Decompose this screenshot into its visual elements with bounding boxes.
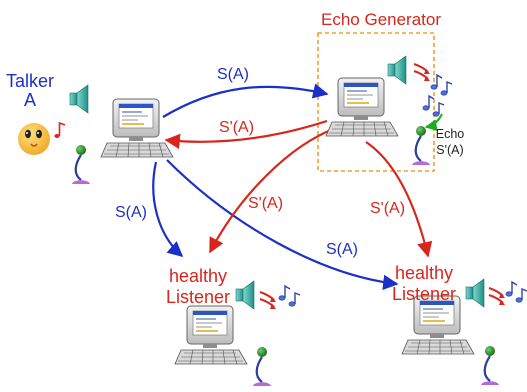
edge-label-talker-to-listener-2: S(A) [326,241,358,258]
listener-1-computer-icon [174,305,248,365]
echo-gen-computer-icon [325,77,399,137]
listener-1-notes-icon [278,285,301,307]
echo-caption-signal: S'(A) [436,142,464,157]
edge-echo-gen-to-talker [164,119,328,150]
edge-label-echo-gen-to-listener-1: S'(A) [248,195,284,212]
listener-1-microphone-icon [251,345,273,388]
talker-note-icon [54,121,66,138]
listener-1-line2: Listener [166,286,231,307]
listener-2-microphone-icon [479,344,501,387]
edge-label-talker-to-echo-gen: S(A) [217,66,249,83]
edge-label-talker-to-listener-1: S(A) [115,204,147,221]
listener-2-notes-icon [505,281,527,303]
listener-2-line2: Listener [392,283,457,304]
listener-2-line1: healthy [395,263,454,283]
echo-caption: Echo S'(A) [430,128,470,156]
edge-label-echo-gen-to-listener-2: S'(A) [370,200,406,217]
talker-face-icon [18,123,50,155]
listener-1-line1: healthy [169,266,228,286]
echo-generator-box [317,32,435,172]
talker-label: Talker A [6,72,54,110]
echo-caption-label: Echo [435,127,465,141]
talker-letter: A [23,89,36,110]
echo-generator-title: Echo Generator [321,10,442,29]
listener-2-waves-icon [488,287,506,306]
edge-talker-to-listener-2 [166,159,399,291]
listener-2-speaker-icon [465,278,485,308]
listener-1-waves-icon [259,291,277,310]
listener-1-speaker-icon [235,280,255,310]
listener-2-label: healthy Listener [392,263,456,304]
talker-microphone-icon [70,143,92,186]
edge-talker-to-echo-gen [162,83,329,118]
echo-gen-speaker-icon [387,55,407,85]
talker-name: Talker [6,71,55,91]
talker-speaker-icon [69,84,89,114]
talker-computer-icon [100,98,174,158]
echo-gen-waves-icon [413,63,431,82]
listener-2-computer-icon [401,295,475,355]
echo-indicator-arrow [424,113,443,132]
edge-echo-gen-to-listener-2 [365,141,433,258]
listener-1-label: healthy Listener [166,266,230,307]
edge-talker-to-listener-1 [152,161,184,258]
edge-label-echo-gen-to-talker: S'(A) [219,119,255,136]
edge-echo-gen-to-listener-1 [209,126,337,254]
echo-gen-microphone-icon [410,124,432,167]
